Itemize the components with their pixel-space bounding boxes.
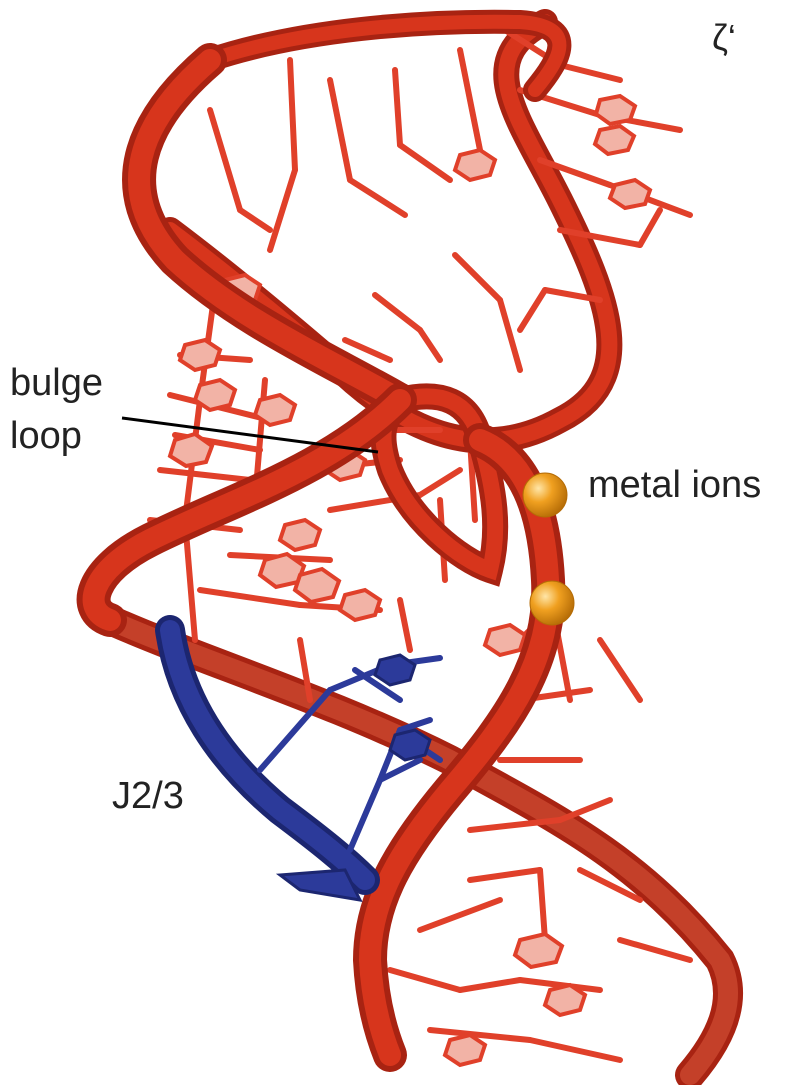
- metal-ions-label: metal ions: [588, 464, 761, 506]
- nucleotide-bases: [150, 30, 690, 1060]
- metal-ion-lower: [530, 581, 574, 625]
- bulge-loop-label-line1: bulge: [10, 362, 103, 404]
- bulge-loop-label-line2: loop: [10, 415, 82, 457]
- j23-label: J2/3: [112, 775, 184, 817]
- metal-ion-upper: [523, 473, 567, 517]
- zeta-label: ζ‘: [712, 17, 736, 58]
